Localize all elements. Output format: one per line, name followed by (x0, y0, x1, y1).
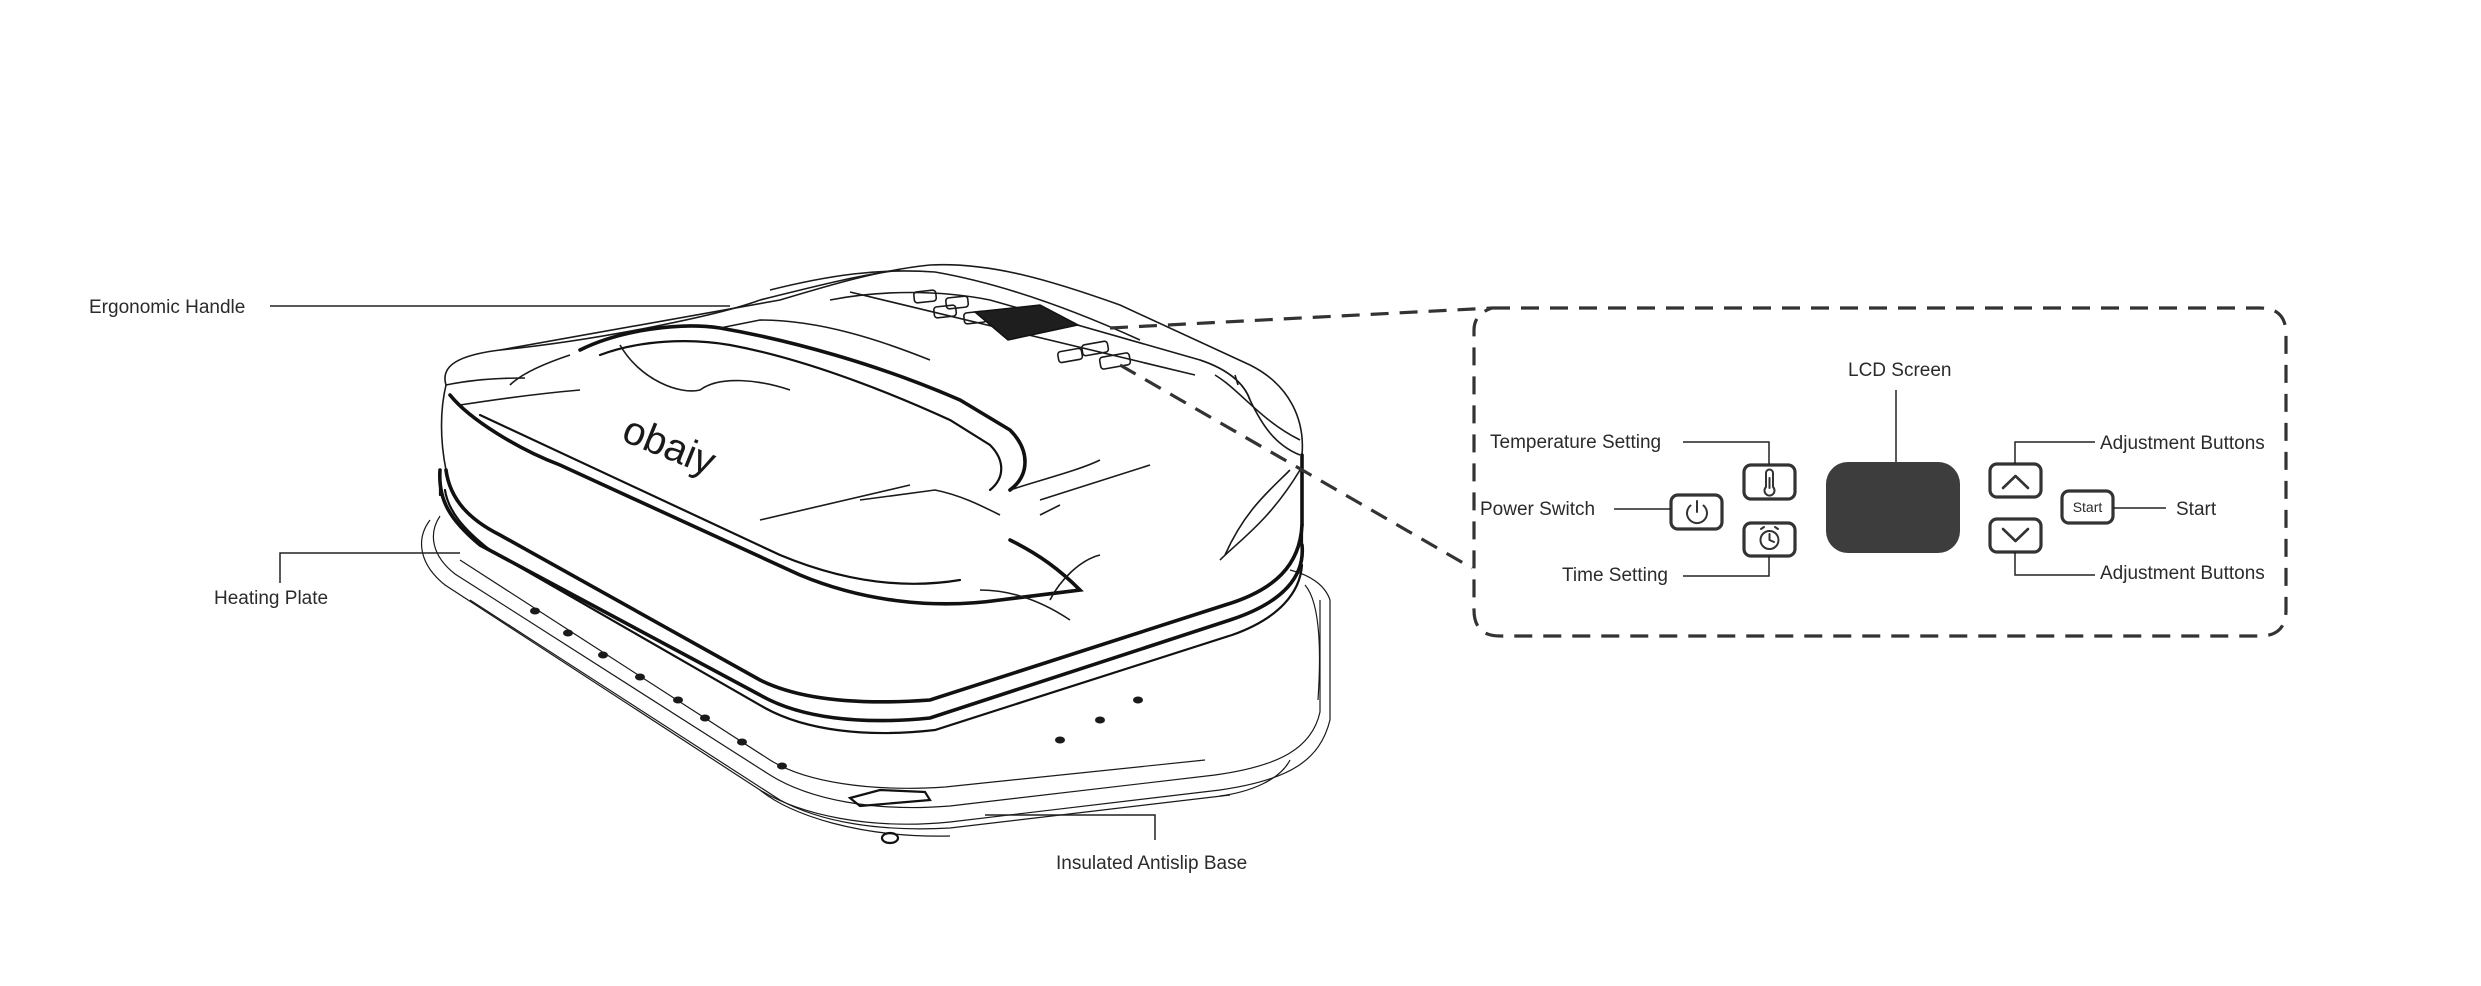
insulated-antislip-base (421, 515, 1331, 845)
time-setting-button[interactable] (1742, 521, 1797, 558)
alarm-clock-icon (1759, 526, 1780, 550)
label-start: Start (2113, 499, 2217, 520)
chevron-down-icon (2001, 527, 2030, 543)
label-insulated-antislip-base: Insulated Antislip Base (985, 814, 1247, 874)
label-ergonomic-handle: Ergonomic Handle (89, 297, 730, 318)
lid-body: obaiy (440, 263, 1304, 704)
start-button[interactable]: Start (2060, 489, 2115, 525)
lcd-screen: LCD Screen (1826, 360, 1960, 553)
heat-press-device: obaiy (421, 263, 1331, 845)
label-time-setting: Time Setting (1562, 556, 1770, 586)
label-text: Heating Plate (214, 588, 328, 609)
power-icon (1686, 500, 1708, 525)
adjustment-up-button[interactable] (1988, 462, 2043, 499)
label-temperature-setting: Temperature Setting (1490, 432, 1770, 465)
lcd-screen-label: LCD Screen (1848, 360, 1952, 381)
label-text: Power Switch (1480, 499, 1595, 520)
heating-plate (438, 468, 1305, 735)
label-text: Time Setting (1562, 565, 1668, 586)
power-switch-button[interactable] (1669, 493, 1724, 531)
label-text: Temperature Setting (1490, 432, 1661, 453)
label-adjustment-down: Adjustment Buttons (2014, 552, 2265, 584)
label-text: Adjustment Buttons (2100, 563, 2265, 584)
device-control-panel (913, 289, 1132, 370)
vent-holes (530, 607, 1143, 770)
thermometer-icon (1763, 468, 1776, 497)
label-text: Ergonomic Handle (89, 297, 245, 318)
label-power-switch: Power Switch (1480, 499, 1671, 520)
control-panel-callout: LCD Screen Temperature Setting Power Swi… (1109, 306, 2288, 638)
temperature-setting-button[interactable] (1742, 463, 1797, 501)
device-logo: obaiy (617, 408, 722, 485)
chevron-up-icon (2001, 474, 2030, 490)
label-adjustment-up: Adjustment Buttons (2014, 433, 2265, 464)
adjustment-down-button[interactable] (1988, 517, 2043, 554)
ergonomic-handle (448, 319, 1151, 621)
label-text: Insulated Antislip Base (1056, 853, 1247, 874)
label-heating-plate: Heating Plate (214, 552, 460, 609)
label-text: Start (2176, 499, 2217, 520)
start-button-label: Start (2073, 499, 2103, 515)
label-text: Adjustment Buttons (2100, 433, 2265, 454)
